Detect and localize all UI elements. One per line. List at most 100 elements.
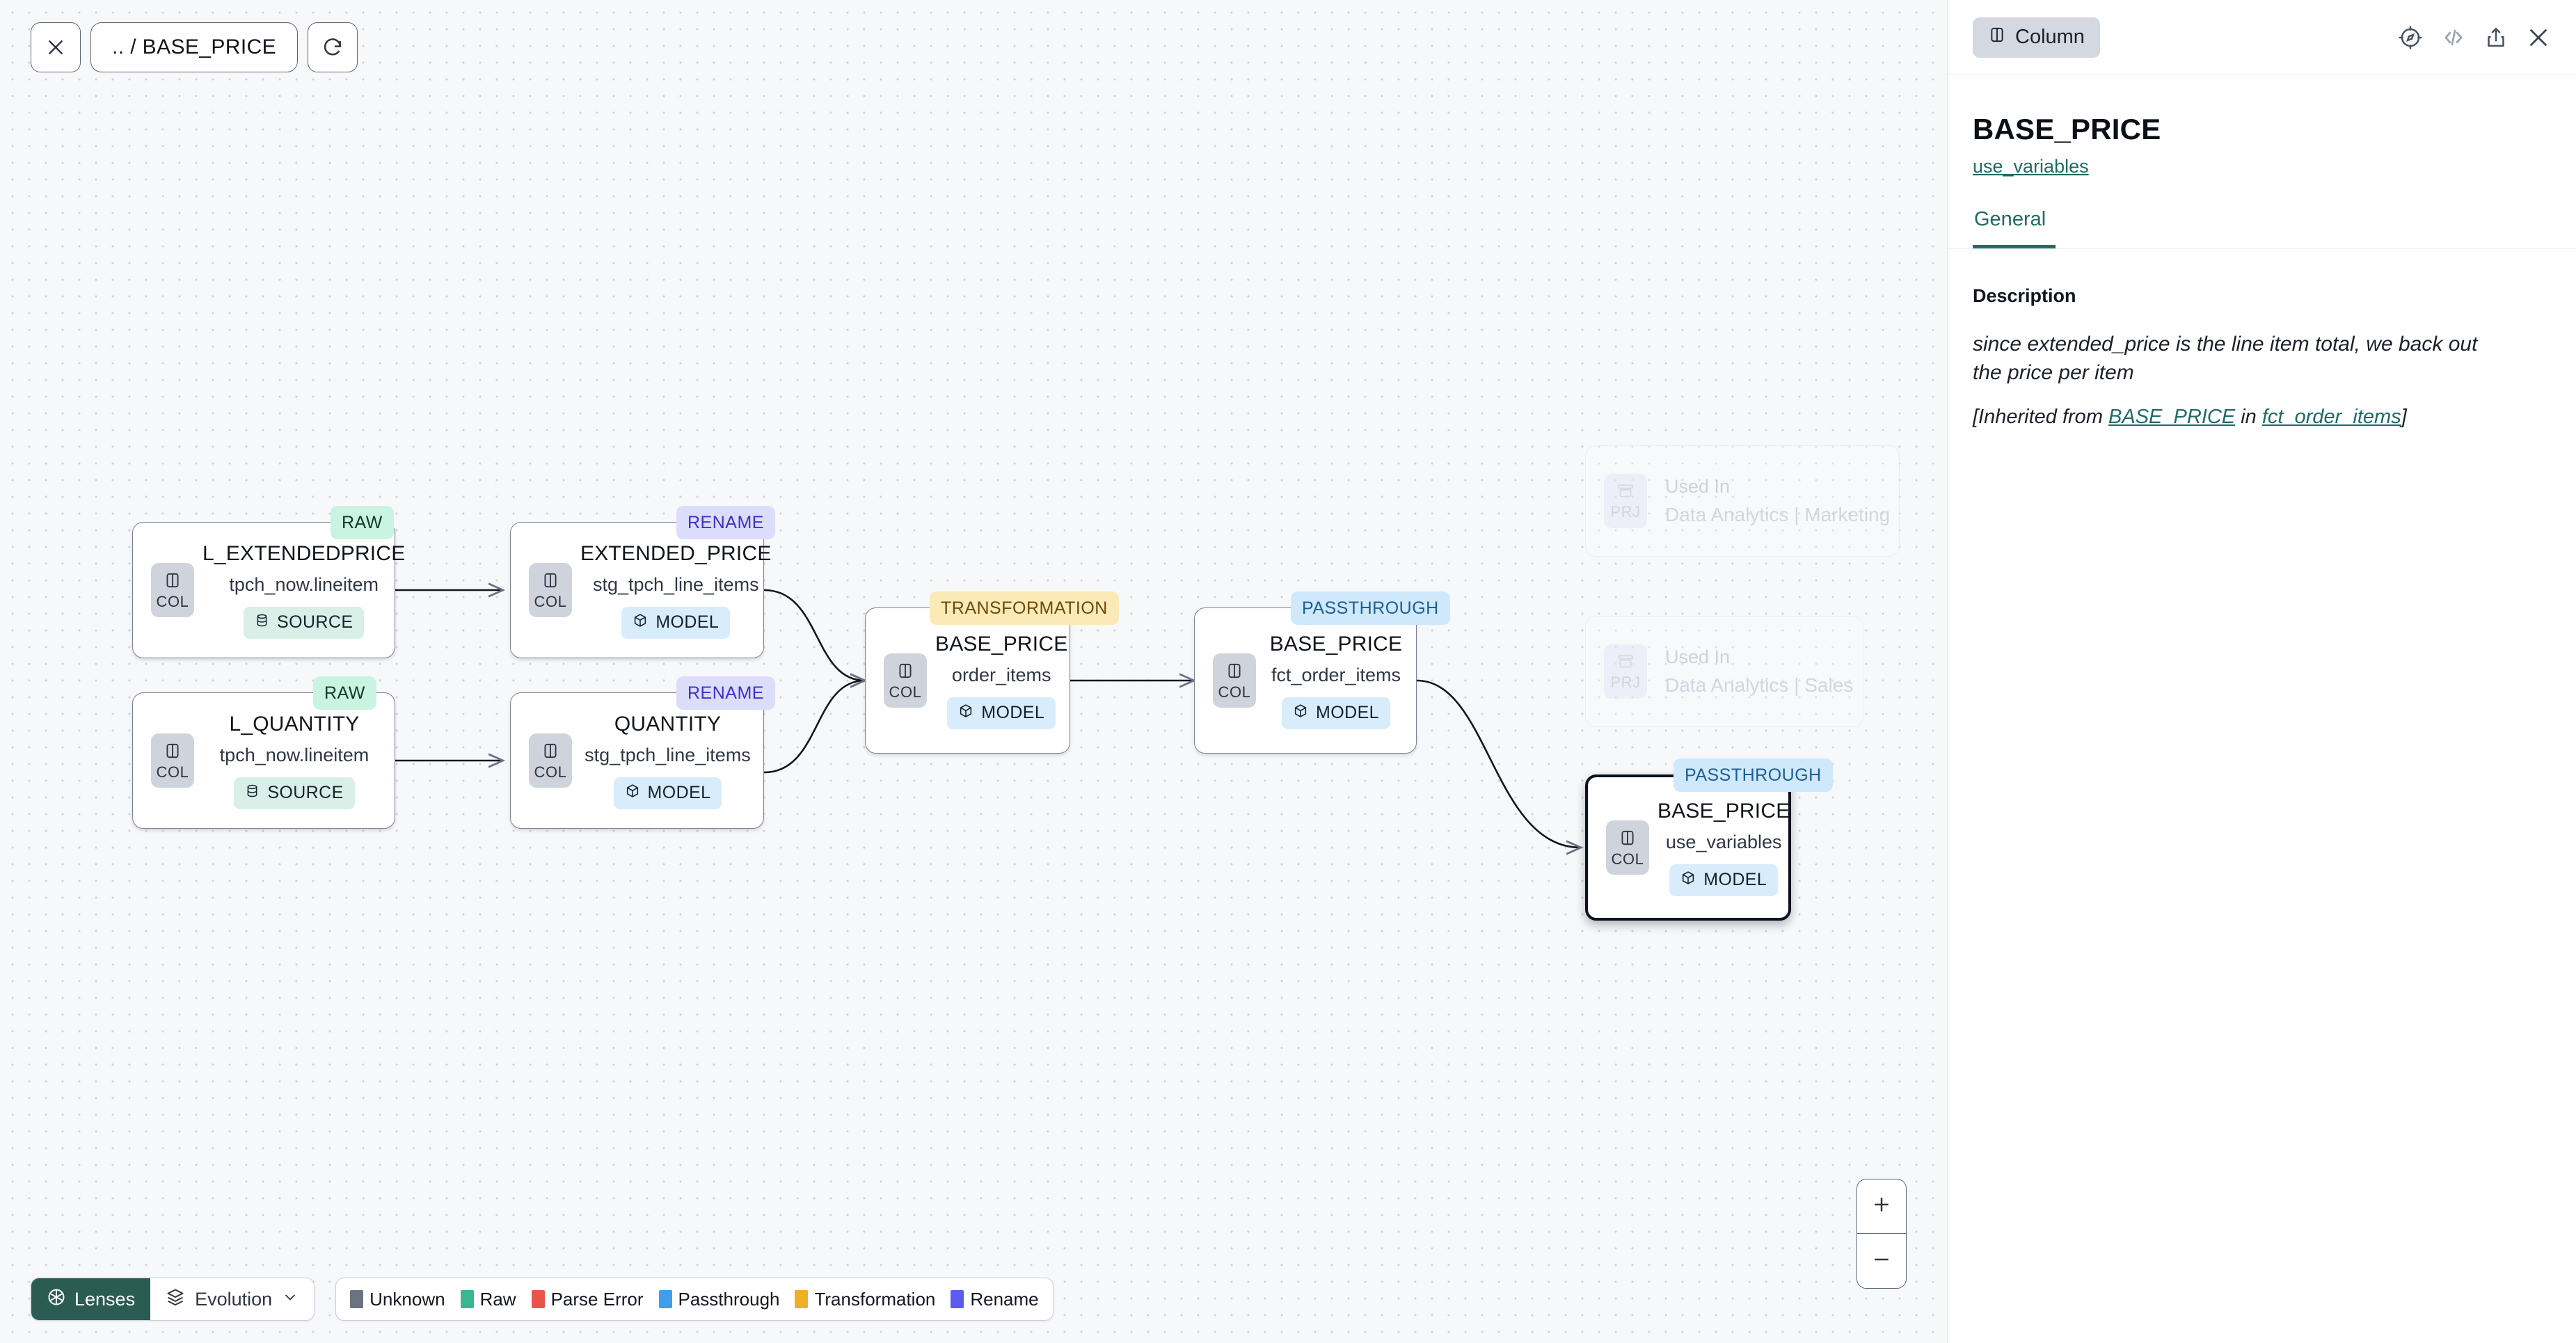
panel-header-actions	[2398, 25, 2551, 50]
cube-icon	[633, 612, 648, 633]
project-chip: PRJ	[1604, 474, 1647, 528]
node-body: BASE_PRICE fct_order_items MODEL	[1256, 633, 1416, 729]
node-kind-label: MODEL	[655, 612, 719, 632]
column-chip-label: COL	[889, 683, 922, 701]
legend-label: Transformation	[814, 1288, 936, 1310]
node-body: BASE_PRICE use_variables MODEL	[1649, 800, 1798, 896]
used-in-label: Used In	[1665, 476, 1731, 497]
badge-passthrough: PASSTHROUGH	[1673, 758, 1833, 792]
badge-rename: RENAME	[676, 676, 775, 710]
entity-type-pill[interactable]: Column	[1973, 17, 2100, 58]
description-text: since extended_price is the line item to…	[1973, 333, 2478, 384]
badge-label: RAW	[342, 512, 383, 532]
node-extended-price[interactable]: COL EXTENDED_PRICE stg_tpch_line_items M…	[510, 522, 771, 658]
inherited-model-link[interactable]: fct_order_items	[2261, 405, 2401, 428]
node-base-price-use-variables[interactable]: COL BASE_PRICE use_variables MODEL	[1585, 774, 1791, 921]
node-title: QUANTITY	[614, 712, 722, 736]
zoom-in-button[interactable]	[1857, 1179, 1906, 1234]
legend-swatch	[350, 1290, 364, 1308]
breadcrumb[interactable]: .. / BASE_PRICE	[90, 22, 299, 72]
badge-raw: RAW	[313, 676, 376, 710]
node-kind-badge: MODEL	[1669, 864, 1779, 896]
minus-icon	[1871, 1249, 1892, 1273]
database-icon	[245, 783, 260, 804]
project-chip: PRJ	[1604, 644, 1647, 699]
badge-label: RENAME	[687, 683, 764, 703]
column-icon	[541, 741, 559, 764]
column-chip: COL	[529, 563, 572, 617]
badge-label: PASSTHROUGH	[1302, 598, 1439, 618]
lenses-button[interactable]: Lenses	[31, 1278, 151, 1320]
lenses-label: Lenses	[74, 1288, 136, 1310]
node-subtitle: stg_tpch_line_items	[585, 744, 751, 765]
zoom-controls	[1857, 1179, 1907, 1289]
badge-passthrough: PASSTHROUGH	[1291, 591, 1450, 625]
used-in-marketing-node[interactable]: PRJ Used In Data Analytics | Marketing	[1585, 445, 1900, 557]
refresh-button[interactable]	[308, 22, 358, 72]
node-quantity[interactable]: COL QUANTITY stg_tpch_line_items MODEL	[510, 692, 764, 829]
node-body: L_EXTENDEDPRICE tpch_now.lineitem SOURCE	[194, 542, 413, 639]
node-kind-label: MODEL	[1703, 870, 1767, 889]
code-icon[interactable]	[2441, 25, 2466, 50]
legend-label: Unknown	[369, 1288, 445, 1310]
column-chip-label: COL	[534, 763, 567, 781]
canvas-bottom-bar: Lenses Evolution Unknown Raw Parse Error…	[31, 1278, 1054, 1321]
used-in-body: Used In Data Analytics | Sales	[1665, 646, 1853, 697]
column-chip: COL	[884, 653, 927, 708]
evolution-label: Evolution	[195, 1288, 273, 1310]
column-chip-label: COL	[1611, 850, 1644, 868]
node-kind-badge: MODEL	[947, 697, 1056, 729]
badge-transformation: TRANSFORMATION	[930, 591, 1119, 625]
compass-icon[interactable]	[2398, 25, 2423, 50]
parent-model-link[interactable]: use_variables	[1973, 156, 2089, 177]
node-title: BASE_PRICE	[1657, 799, 1790, 823]
badge-label: RAW	[324, 683, 365, 703]
archive-icon	[1615, 482, 1636, 504]
legend-swatch	[531, 1290, 545, 1308]
column-chip-label: COL	[1218, 683, 1251, 701]
cube-icon	[625, 783, 640, 804]
evolution-dropdown[interactable]: Evolution	[150, 1278, 315, 1320]
legend-swatch	[658, 1290, 672, 1308]
project-chip-label: PRJ	[1610, 503, 1641, 520]
tab-general[interactable]: General	[1973, 208, 2056, 248]
node-title: BASE_PRICE	[1269, 632, 1403, 655]
node-kind-label: MODEL	[647, 783, 711, 802]
inherited-column-link[interactable]: BASE_PRICE	[2108, 405, 2236, 428]
share-icon[interactable]	[2484, 25, 2508, 50]
node-title: BASE_PRICE	[935, 632, 1068, 655]
node-l-quantity[interactable]: COL L_QUANTITY tpch_now.lineitem SOURCE	[132, 692, 395, 829]
description-label: Description	[1973, 285, 2076, 306]
zoom-out-button[interactable]	[1857, 1234, 1906, 1288]
node-base-price-fct-order-items[interactable]: COL BASE_PRICE fct_order_items MODEL	[1194, 607, 1417, 754]
legend-item-raw: Raw	[460, 1289, 516, 1310]
inherited-prefix: [Inherited from	[1973, 405, 2109, 428]
close-icon[interactable]	[2526, 25, 2551, 50]
badge-label: PASSTHROUGH	[1685, 765, 1822, 785]
aperture-icon	[47, 1287, 66, 1312]
column-icon	[1619, 828, 1637, 851]
breadcrumb-label: .. / BASE_PRICE	[112, 35, 277, 58]
legend-swatch	[795, 1290, 809, 1308]
node-subtitle: stg_tpch_line_items	[592, 573, 759, 595]
page-title: BASE_PRICE	[1973, 113, 2161, 145]
node-l-extendedprice[interactable]: COL L_EXTENDEDPRICE tpch_now.lineitem SO…	[132, 522, 405, 658]
chevron-down-icon	[282, 1289, 299, 1310]
project-chip-label: PRJ	[1610, 674, 1641, 691]
node-kind-label: SOURCE	[267, 783, 344, 802]
legend-item-parse-error: Parse Error	[531, 1289, 644, 1310]
legend-swatch	[460, 1290, 474, 1308]
cube-icon	[958, 703, 973, 724]
column-chip: COL	[529, 733, 572, 788]
used-in-sales-node[interactable]: PRJ Used In Data Analytics | Sales	[1585, 616, 1863, 727]
node-base-price-order-items[interactable]: COL BASE_PRICE order_items MODEL	[865, 607, 1070, 754]
graph-canvas[interactable]: .. / BASE_PRICE PRJ Used In Data Ana	[0, 0, 1947, 1343]
used-in-body: Used In Data Analytics | Marketing	[1665, 476, 1890, 526]
node-body: QUANTITY stg_tpch_line_items MODEL	[572, 713, 763, 809]
used-in-value: Data Analytics | Sales	[1665, 674, 1854, 696]
cube-icon	[1680, 870, 1696, 891]
node-title: EXTENDED_PRICE	[580, 541, 772, 565]
node-kind-badge: MODEL	[1282, 697, 1390, 729]
close-graph-button[interactable]	[31, 22, 81, 72]
legend-item-rename: Rename	[951, 1289, 1039, 1310]
